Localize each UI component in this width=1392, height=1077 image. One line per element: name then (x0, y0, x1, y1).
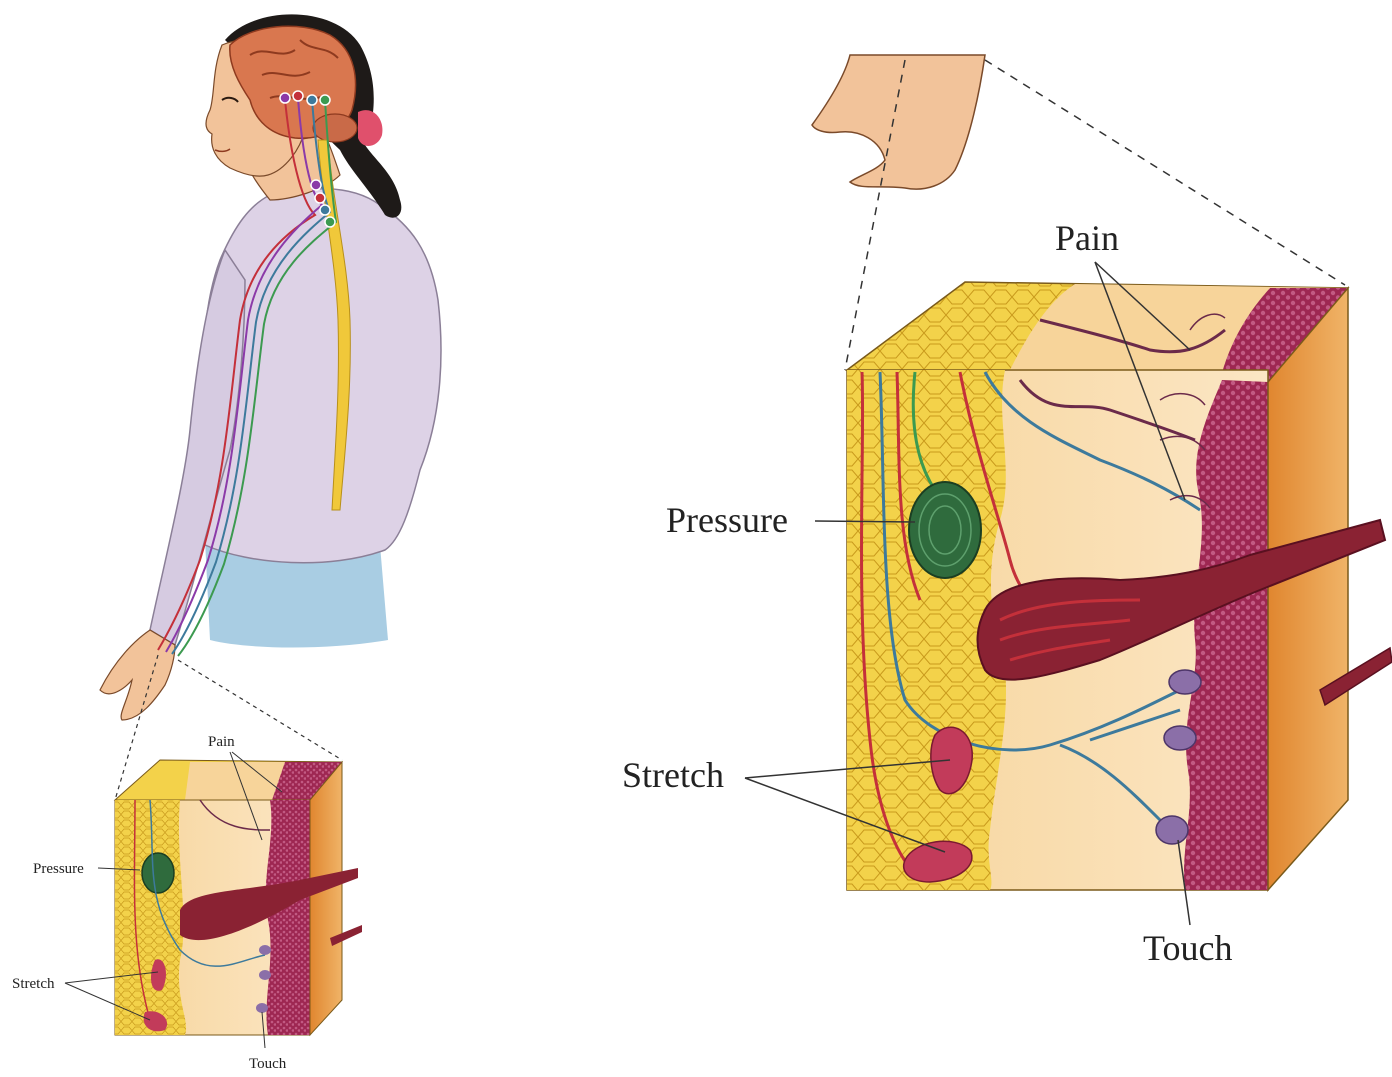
touch-receptor-2 (1164, 726, 1196, 750)
hair-tie (358, 110, 382, 146)
pressure-label: Pressure (666, 500, 788, 540)
hand (100, 630, 175, 720)
large-skin-block: Pain Pressure Stretch Touch (622, 55, 1392, 968)
small-pressure-receptor (142, 853, 174, 893)
small-pain-label: Pain (208, 734, 235, 750)
small-touch-label: Touch (249, 1056, 287, 1072)
small-pressure-label: Pressure (33, 861, 84, 877)
touch-receptor-3 (1156, 816, 1188, 844)
person-illustration (100, 14, 441, 720)
stretch-label: Stretch (622, 755, 724, 795)
touch-label: Touch (1143, 928, 1232, 968)
small-skin-block: Pain Pressure Stretch Touch (12, 655, 362, 1072)
fingertip (812, 55, 985, 189)
pain-label: Pain (1055, 218, 1119, 258)
cerebellum (313, 114, 357, 142)
pressure-receptor (909, 482, 981, 578)
small-stretch-label: Stretch (12, 976, 55, 992)
touch-receptor-1 (1169, 670, 1201, 694)
